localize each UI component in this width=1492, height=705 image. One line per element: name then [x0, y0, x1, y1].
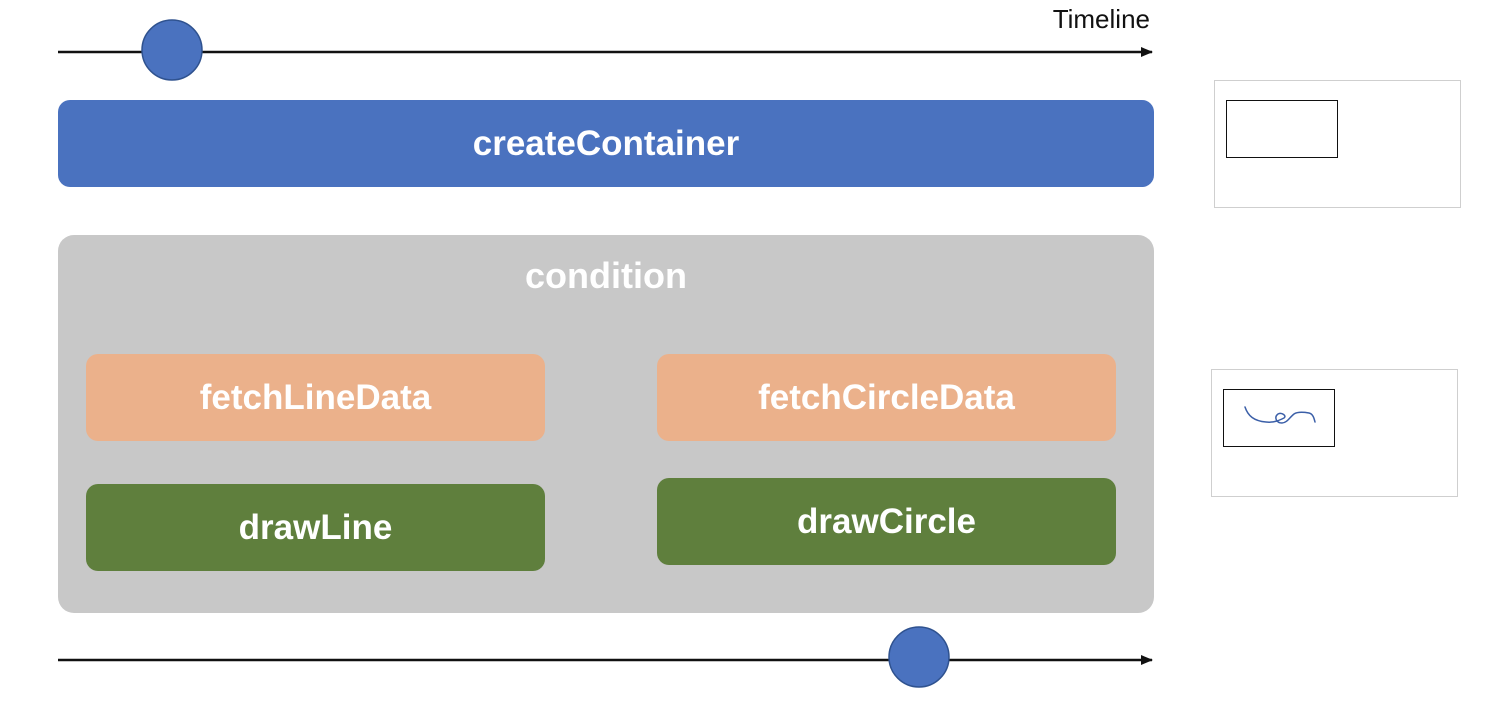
top-timeline-marker: [141, 19, 203, 81]
draw-line-block: drawLine: [86, 484, 545, 571]
create-container-block: createContainer: [58, 100, 1154, 187]
line-circle-sketch-icon: [1244, 406, 1316, 424]
timeline-label: Timeline: [1052, 4, 1150, 34]
draw-circle-block: drawCircle: [657, 478, 1116, 565]
bottom-timeline-marker: [888, 626, 950, 688]
container-rect: [1226, 100, 1338, 158]
fetch-line-data-block: fetchLineData: [86, 354, 545, 441]
fetch-circle-data-block: fetchCircleData: [657, 354, 1116, 441]
empty-container-preview: [1214, 80, 1461, 208]
drawn-preview: [1211, 369, 1458, 497]
container-rect-with-sketch: [1223, 389, 1335, 447]
condition-title: condition: [525, 255, 687, 296]
